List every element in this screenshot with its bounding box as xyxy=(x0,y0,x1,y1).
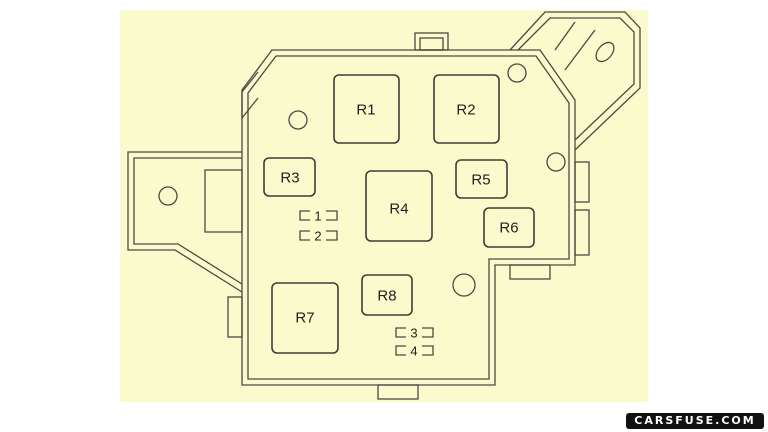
svg-text:R5: R5 xyxy=(471,172,490,189)
fuse-box-housing xyxy=(227,32,590,400)
svg-text:R8: R8 xyxy=(377,288,396,305)
relay-R5: R5 xyxy=(455,159,508,199)
svg-text:R1: R1 xyxy=(356,102,375,119)
fuse-2: 2 xyxy=(299,229,338,244)
svg-text:R2: R2 xyxy=(456,102,475,119)
fuse-4: 4 xyxy=(395,344,434,359)
relay-R6: R6 xyxy=(483,207,535,248)
relay-R4: R4 xyxy=(365,170,433,242)
relay-R1: R1 xyxy=(333,74,400,144)
relay-R2: R2 xyxy=(433,74,500,144)
svg-text:R3: R3 xyxy=(280,170,299,187)
watermark-logo: CARSFUSE.COM xyxy=(626,413,764,429)
svg-text:4: 4 xyxy=(410,344,417,359)
svg-text:R6: R6 xyxy=(499,220,518,237)
svg-text:R4: R4 xyxy=(389,201,408,218)
top-right-mounting-bracket xyxy=(509,11,641,151)
svg-text:R7: R7 xyxy=(295,310,314,327)
relay-R7: R7 xyxy=(271,282,339,354)
fuse-1: 1 xyxy=(299,209,338,224)
svg-text:2: 2 xyxy=(314,229,321,244)
relay-R3: R3 xyxy=(263,157,316,197)
svg-text:1: 1 xyxy=(314,209,321,224)
fuse-3: 3 xyxy=(395,326,434,341)
relay-R8: R8 xyxy=(361,274,413,316)
svg-text:3: 3 xyxy=(410,326,417,341)
